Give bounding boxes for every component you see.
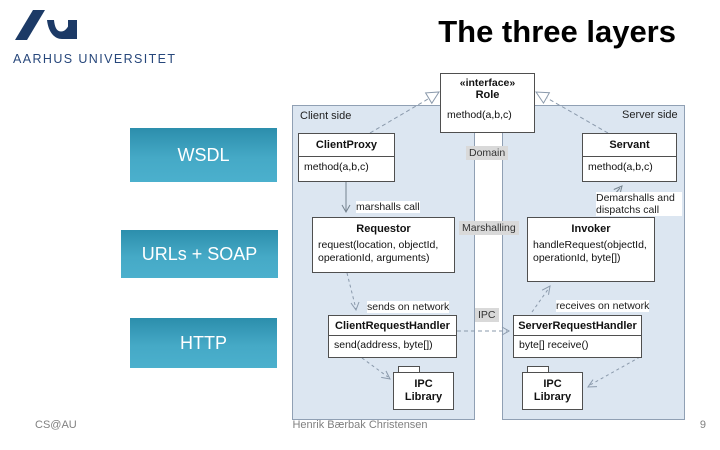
layer-box-urls-soap: URLs + SOAP: [121, 230, 278, 278]
ipc-library-left-package: IPC Library: [393, 372, 454, 410]
uml-invoker-box: Invoker handleRequest(objectId, operatio…: [527, 217, 655, 282]
class-method: method(a,b,c): [304, 161, 369, 173]
footer-author: Henrik Bærbak Christensen: [292, 419, 428, 431]
interface-method: method(a,b,c): [447, 109, 512, 121]
note-sends-on-network: sends on network: [367, 301, 450, 313]
class-title: ClientProxy: [299, 134, 394, 157]
class-method: request(location, objectId, operationId,…: [318, 239, 439, 264]
class-method: handleRequest(objectId, operationId, byt…: [533, 239, 647, 264]
class-title: Invoker: [571, 223, 611, 235]
university-wordmark: AARHUS UNIVERSITET: [13, 52, 177, 66]
footer-course: CS@AU: [35, 419, 77, 431]
layer-label-marshalling: Marshalling: [459, 221, 519, 235]
uml-client-request-handler-box: ClientRequestHandler send(address, byte[…: [328, 315, 457, 358]
class-method: send(address, byte[]): [334, 339, 433, 351]
class-title: ServerRequestHandler: [514, 316, 641, 336]
package-label: IPC Library: [533, 378, 572, 403]
note-receives-on-network: receives on network: [556, 300, 650, 312]
server-side-label: Server side: [622, 109, 678, 121]
uml-interface-role-box: «interface» Role method(a,b,c): [440, 73, 535, 133]
footer-page-number: 9: [699, 419, 706, 431]
class-title: Requestor: [356, 223, 411, 235]
layer-label-ipc: IPC: [475, 308, 499, 322]
client-side-label: Client side: [300, 110, 352, 122]
package-label: IPC Library: [404, 378, 443, 403]
layer-label: URLs + SOAP: [141, 243, 258, 264]
layer-label: WSDL: [177, 144, 230, 165]
au-logo-icon: [15, 10, 77, 40]
ipc-library-right-package: IPC Library: [522, 372, 583, 410]
interface-stereotype: «interface»: [459, 77, 516, 89]
layer-box-http: HTTP: [130, 318, 277, 368]
class-title: Servant: [583, 134, 676, 157]
uml-client-proxy-box: ClientProxy method(a,b,c): [298, 133, 395, 182]
layer-label-domain: Domain: [466, 146, 509, 160]
layer-box-wsdl: WSDL: [130, 128, 277, 182]
slide-title: The three layers: [438, 14, 676, 49]
note-demarshalls: Demarshalls and dispatchs call: [596, 192, 682, 216]
class-title: ClientRequestHandler: [329, 316, 456, 336]
uml-server-request-handler-box: ServerRequestHandler byte[] receive(): [513, 315, 642, 358]
note-marshalls-call: marshalls call: [356, 201, 420, 213]
class-method: method(a,b,c): [588, 161, 653, 173]
class-method: byte[] receive(): [519, 339, 589, 351]
layer-label: HTTP: [180, 332, 227, 353]
uml-servant-box: Servant method(a,b,c): [582, 133, 677, 182]
uml-requestor-box: Requestor request(location, objectId, op…: [312, 217, 455, 273]
interface-name: Role: [475, 89, 500, 101]
